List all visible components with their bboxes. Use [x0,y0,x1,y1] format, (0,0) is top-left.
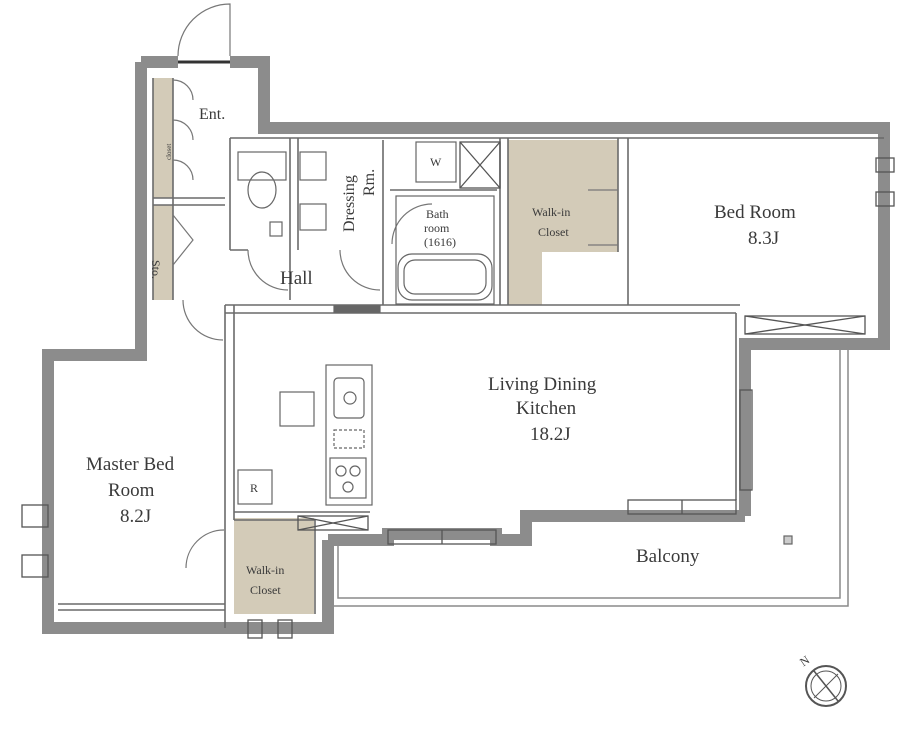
kitchen-sink-icon [333,377,365,419]
entrance-label: Ent. [199,106,225,123]
toilet-icon [247,171,277,209]
shoe-closet-fill [153,78,173,198]
bed-room-size: 8.3J [748,228,779,249]
shoe-closet-label: closet [165,144,173,160]
washer-box [415,141,457,183]
compass-north-label: N [797,653,812,670]
bath-label-line1: Bath [426,207,449,221]
walkin-closet-top-label-2: Closet [538,225,569,239]
master-label-line2: Room [108,480,155,501]
bath-label-line3: (1616) [424,235,456,249]
bath-label-line2: room [424,221,450,235]
interior-walls [58,78,884,628]
windows [21,141,895,639]
dressing-label: Dressing [341,175,358,232]
dressing-sink-bottom [299,203,327,231]
hall-label: Hall [280,268,313,289]
storage-label: Sto. [149,260,163,279]
fixtures [237,141,793,545]
walkin-closet-bottom-label-2: Closet [250,583,281,597]
washer-label: W [430,155,442,169]
refrigerator-box [237,469,273,505]
master-label-line1: Master Bed [86,454,175,475]
ac-unit [333,305,381,313]
dressing-sink-top [299,151,327,181]
north-compass-icon [805,665,847,707]
dressing-label-rm: Rm. [361,169,378,196]
walkin-closet-bottom-label-1: Walk-in [246,563,284,577]
entrance-door-swing [177,3,231,57]
ldk-label-size: 18.2J [530,424,571,445]
walkin-closet-top-label-1: Walk-in [532,205,570,219]
balcony-label: Balcony [636,546,700,567]
closet-fills [153,78,618,614]
master-label-size: 8.2J [120,506,151,527]
door-swings [172,79,618,569]
refrigerator-label: R [250,481,258,495]
ldk-label-line2: Kitchen [516,398,577,419]
storage-fill [153,205,173,300]
toilet-cabinet [237,151,287,181]
kitchen-counter [325,364,373,506]
ldk-label-line1: Living Dining [488,374,597,395]
balcony-drain [783,535,793,545]
walkin-closet-bottom-fill [234,518,314,614]
stove-icon [329,457,367,499]
bed-room-label: Bed Room [714,202,796,223]
island-table [279,391,315,427]
bath-wall [395,195,495,305]
walkin-closet-top-fill [508,140,618,305]
bathtub [397,253,493,301]
